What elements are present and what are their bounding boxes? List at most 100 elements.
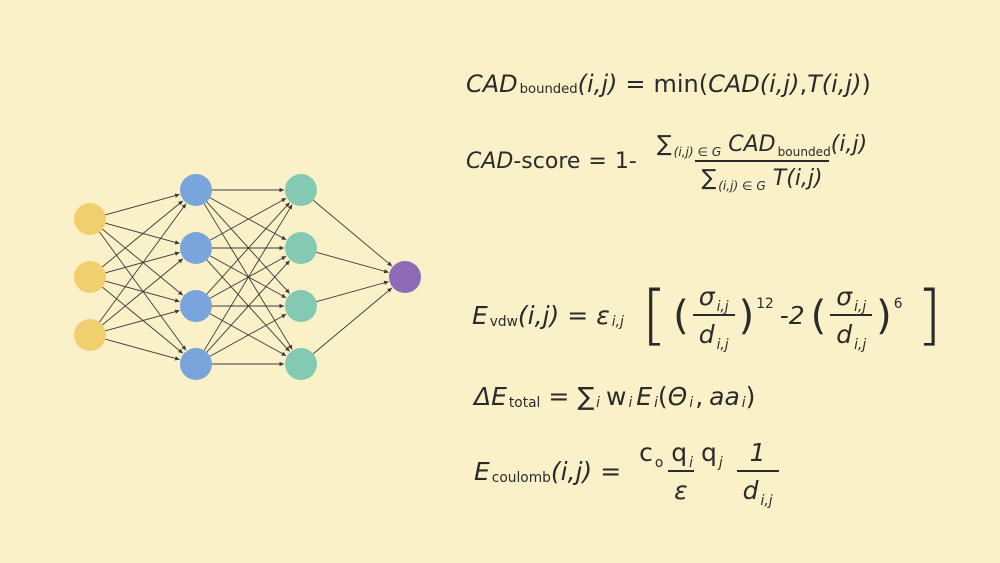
eq3-rparen-2: ) [876, 292, 892, 339]
edge-hidden2-2-to-output-0 [316, 280, 389, 303]
eq2-den-t: T(i,j) [772, 166, 823, 191]
eq5-q2-sub: j [718, 455, 723, 472]
eq1-lhs-sub: bounded [519, 82, 578, 98]
eq1-close: ) [861, 70, 871, 98]
eq3-args: (i,j) [517, 301, 560, 330]
eq5-lhs: E [474, 457, 490, 486]
hidden1-node-1 [180, 232, 212, 264]
eq5-d-sub: i,j [760, 493, 773, 510]
input-node-2 [74, 319, 106, 351]
eq3-eps-sub: i,j [611, 313, 624, 330]
edge-input-2-to-hidden1-2 [105, 309, 180, 332]
eq3-minus-two: -2 [779, 301, 805, 330]
eq3-f2-sigma-sub: i,j [854, 299, 867, 316]
edge-hidden1-2-to-hidden2-0 [206, 202, 290, 295]
eq4-equals: = [548, 382, 570, 411]
eq3-f1-sigma: σ [698, 282, 715, 311]
eq3-f1-sigma-sub: i,j [716, 299, 729, 316]
eq5-f2-num: 1 [749, 438, 766, 467]
eq4-sum: ∑ [577, 382, 595, 411]
eq3-f2-d: d [836, 320, 853, 349]
eq3-equals: = [567, 301, 589, 330]
eq2-denominator: ∑(i,j) ∈ G T(i,j) [695, 160, 829, 194]
eq3-exp-12: 12 [756, 295, 774, 312]
eq3-f1-d: d [698, 320, 715, 349]
eq3-lparen-1: ( [673, 292, 689, 339]
eq5-f1-den: ε [668, 470, 694, 505]
eq2-lhs-score: -score [513, 149, 581, 174]
edge-input-2-to-hidden1-1 [102, 258, 184, 326]
eq2-num-cad-sub: bounded [777, 145, 831, 160]
eq3-exp-6: 6 [893, 295, 903, 312]
eq4-aa: aa [709, 382, 740, 411]
edge-hidden2-3-to-output-0 [312, 287, 393, 355]
eq3-lhs: E [472, 301, 488, 330]
input-node-1 [74, 261, 106, 293]
eq2-num-cad: CAD [728, 132, 776, 157]
eq5-q1-sub: i [689, 455, 693, 472]
input-node-0 [74, 203, 106, 235]
eq5-q1: q [671, 438, 688, 467]
eq2-num-sum-sub: (i,j) ∈ G [673, 145, 722, 160]
edge-hidden1-3-to-hidden2-0 [203, 204, 293, 351]
eq2-num-sum: ∑ [656, 132, 672, 157]
eq3-f2-d-sub: i,j [854, 337, 867, 354]
eq4-aa-sub: i [741, 394, 746, 411]
total-energy-equation: ΔE total = ∑ i w i E i ( Θ i , aa i ) [474, 382, 755, 411]
edge-input-2-to-hidden1-3 [105, 338, 180, 361]
hidden1-node-3 [180, 348, 212, 380]
eq5-q2: q [700, 438, 717, 467]
eq5-c: c [639, 438, 653, 467]
eq4-theta-sub: i [689, 394, 694, 411]
eq4-theta: Θ [667, 382, 688, 411]
cad-bounded-equation: CAD bounded (i,j) = min( CAD(i,j) , T(i,… [466, 70, 871, 98]
eq2-equals: = [588, 149, 607, 174]
eq1-min: min( [653, 70, 709, 98]
eq3-right-bracket: ] [916, 278, 942, 353]
eq1-cad: CAD(i,j) [708, 70, 800, 98]
edge-hidden1-3-to-hidden2-1 [206, 260, 290, 353]
eq2-one: 1- [614, 149, 637, 174]
edge-input-0-to-hidden1-0 [105, 193, 180, 216]
eq3-lparen-2: ( [810, 292, 827, 339]
hidden2-node-2 [285, 290, 317, 322]
edge-hidden1-3-to-hidden2-2 [209, 313, 287, 357]
eq1-comma: , [799, 70, 808, 98]
eq1-equals: = [625, 70, 646, 98]
eq4-e-sub: i [654, 394, 658, 411]
eq1-t: T(i,j) [807, 70, 862, 98]
eq2-den-sum-sub: (i,j) ∈ G [718, 179, 766, 194]
network-edges [99, 187, 393, 367]
edge-hidden1-1-to-hidden2-0 [209, 197, 287, 241]
hidden2-node-1 [285, 232, 317, 264]
eq3-eps: ε [596, 301, 610, 330]
eq2-den-sum: ∑ [701, 166, 717, 191]
edge-hidden2-0-to-output-0 [312, 199, 393, 267]
eq4-comma: , [695, 382, 704, 411]
eq4-open: ( [657, 382, 668, 411]
eq3-lhs-sub: vdw [489, 313, 518, 330]
eq3-rparen-1: ) [738, 292, 755, 339]
eq5-lhs-sub: coulomb [491, 469, 551, 486]
edge-input-2-to-hidden1-0 [99, 203, 187, 323]
eq3-f1-d-sub: i,j [716, 337, 729, 354]
eq4-delta-e: ΔE [474, 382, 507, 411]
eq4-e: E [636, 382, 653, 411]
eq5-equals: = [600, 457, 622, 486]
hidden2-node-0 [285, 174, 317, 206]
eq4-close: ) [745, 382, 756, 411]
eq4-w: w [606, 382, 627, 411]
eq1-args: (i,j) [577, 70, 618, 98]
